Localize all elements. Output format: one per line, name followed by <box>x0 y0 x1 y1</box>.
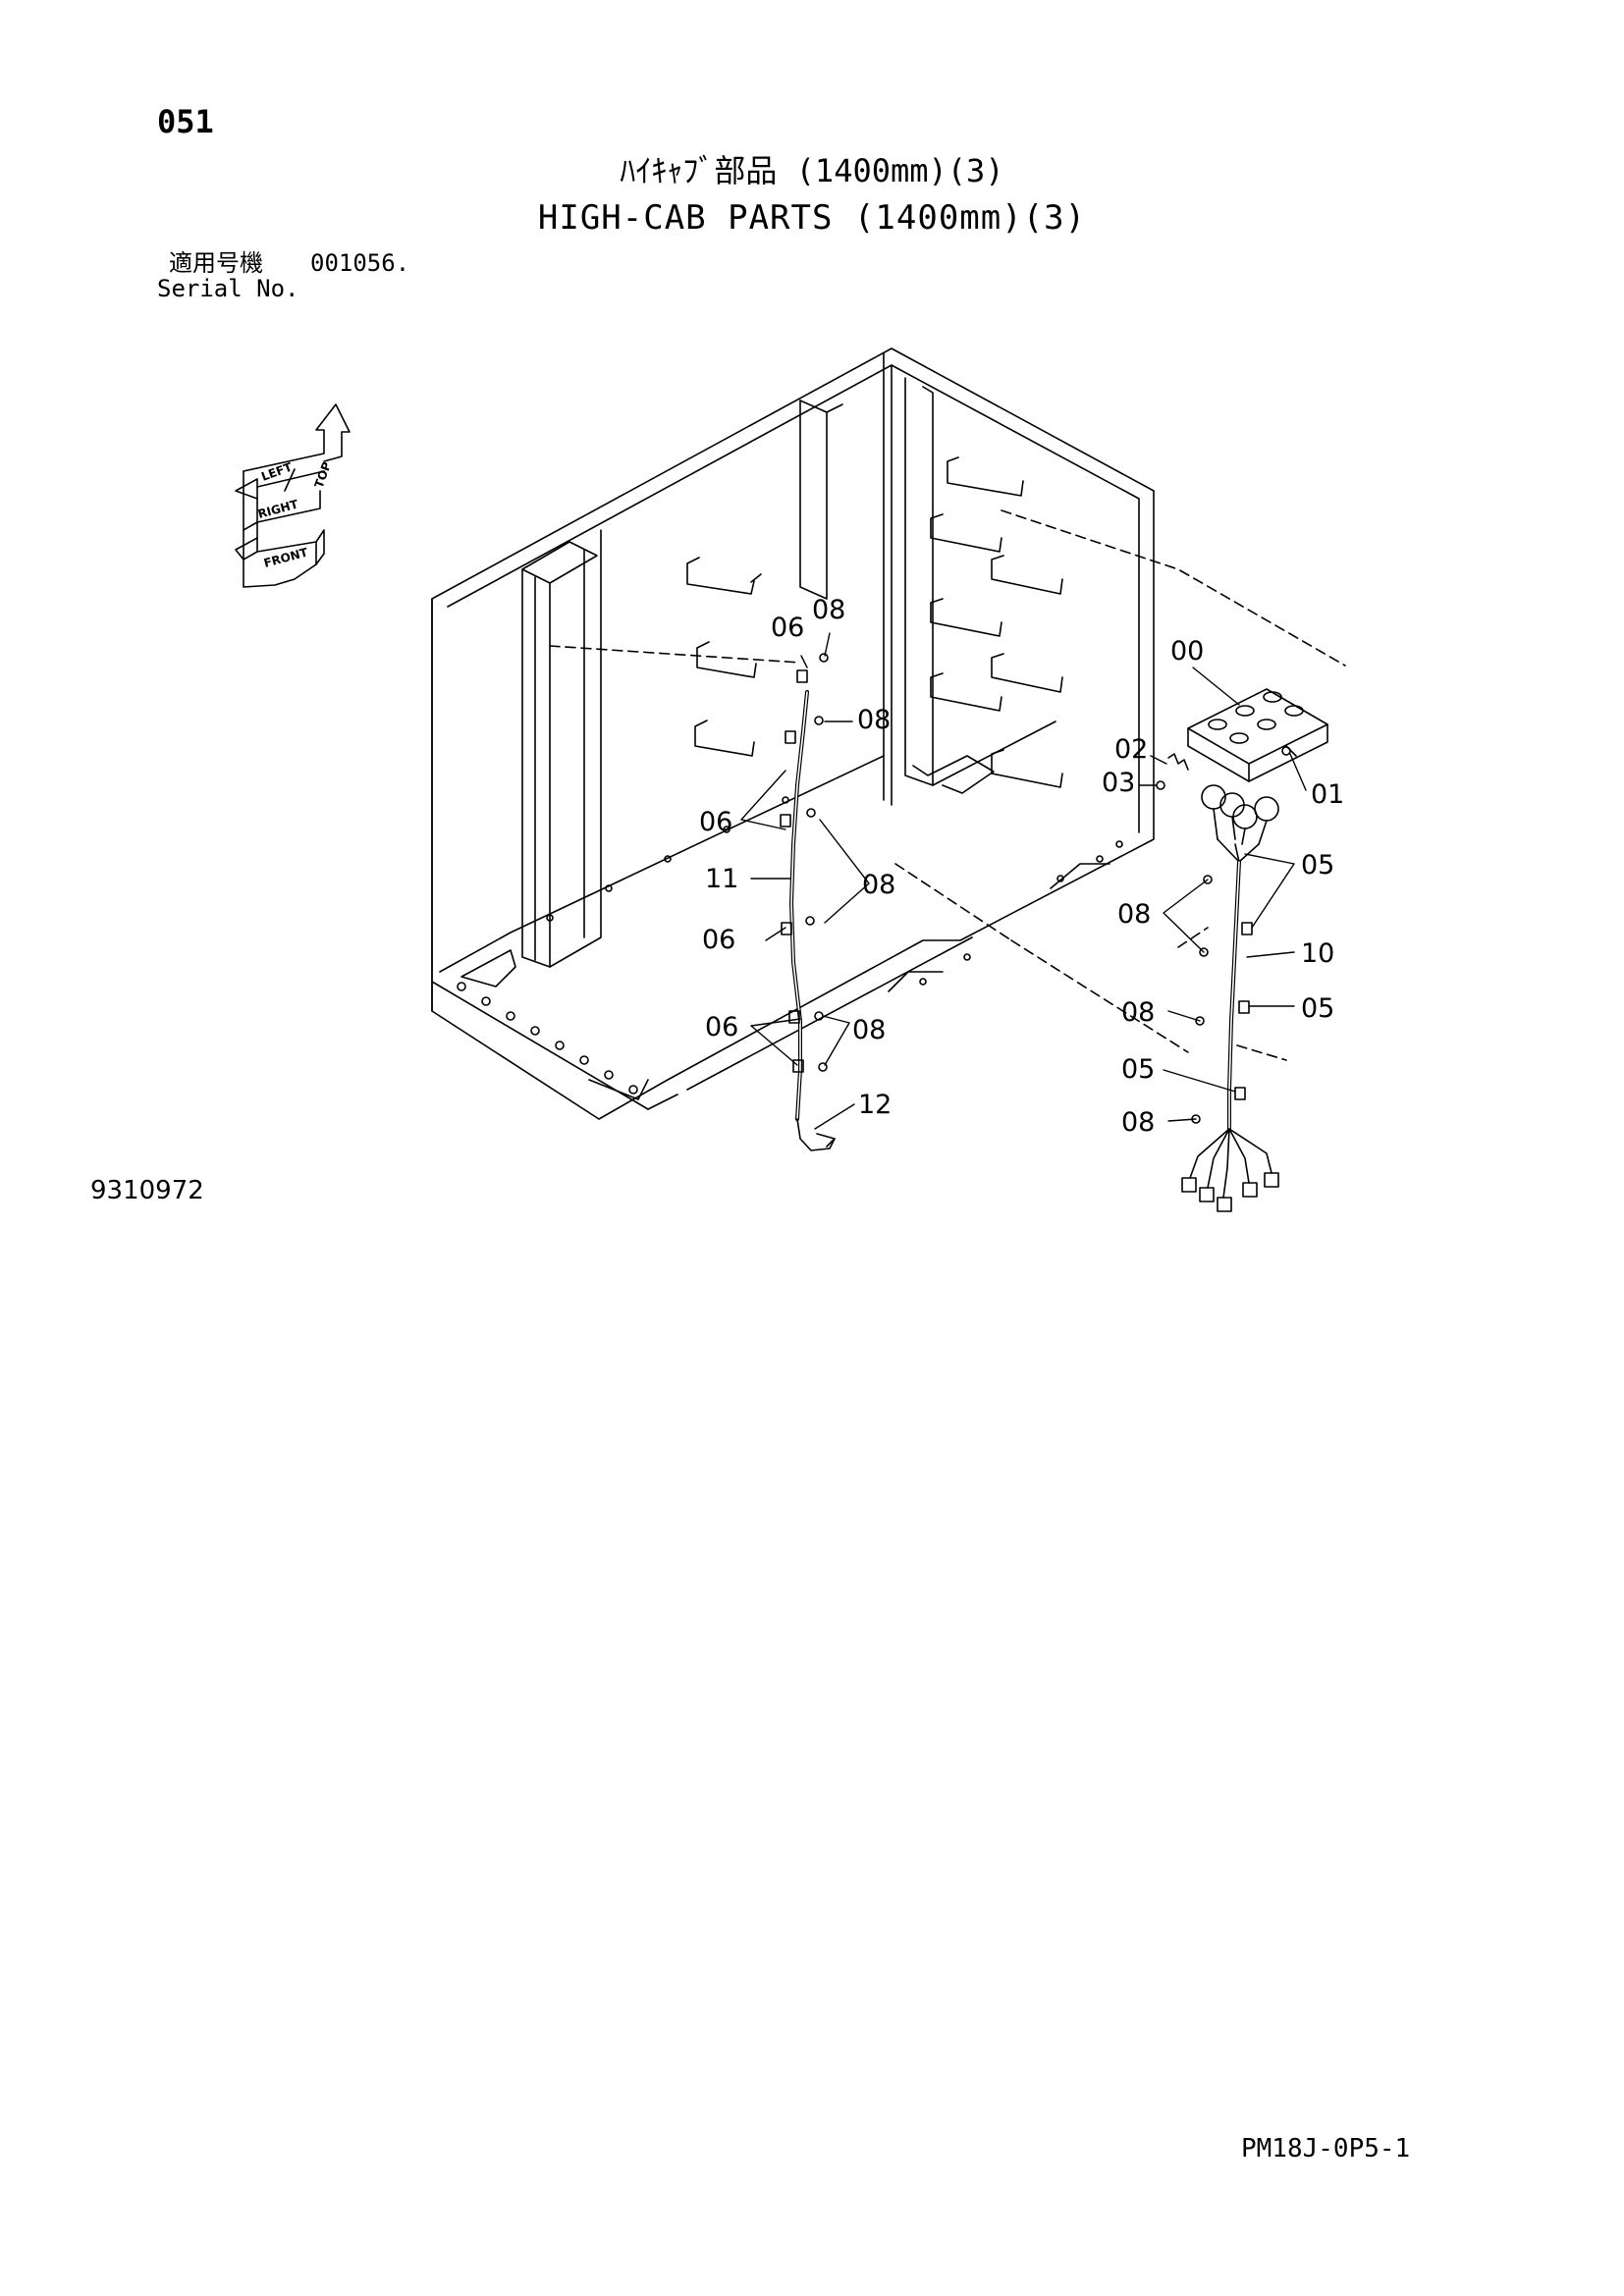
left-arrow <box>235 478 258 500</box>
callout-label: 05 <box>1121 1054 1155 1085</box>
callout-label: 05 <box>1301 993 1334 1024</box>
callout-label: 08 <box>1117 899 1151 930</box>
callout-label: 05 <box>1301 850 1334 881</box>
serial-label-japanese: 適用号機 <box>169 249 263 277</box>
callout-label: 08 <box>852 1015 886 1045</box>
drawing-number: 9310972 <box>90 1176 204 1205</box>
title-japanese: ﾊｲｷｬﾌﾞ部品 (1400mm)(3) <box>620 152 1004 189</box>
harness-10 <box>1181 784 1279 1212</box>
callout-label: 08 <box>1121 1107 1155 1138</box>
callout-label: 01 <box>1311 779 1344 810</box>
plate-00 <box>1187 688 1328 782</box>
callout-label: 08 <box>862 870 895 900</box>
callout-label: 08 <box>1121 997 1155 1028</box>
parts-02-03 <box>1156 753 1189 790</box>
callout-label: 06 <box>705 1012 738 1042</box>
page-number: 051 <box>157 103 214 140</box>
callout-label: 06 <box>699 807 732 837</box>
leader-lines <box>740 632 1307 1130</box>
serial-label-english: Serial No. <box>157 275 299 302</box>
orientation-icon <box>235 403 351 588</box>
callout-label: 02 <box>1114 734 1148 765</box>
callout-label: 08 <box>857 705 891 735</box>
callout-label: 12 <box>858 1090 892 1120</box>
callout-label: 03 <box>1102 768 1135 798</box>
part-12 <box>796 1118 836 1151</box>
orientation-label-top: TOP <box>312 460 335 491</box>
page-code: PM18J-0P5-1 <box>1241 2134 1411 2163</box>
callout-label: 08 <box>812 595 845 625</box>
top-arrow <box>243 403 351 472</box>
front-arrow <box>243 541 317 588</box>
harness-11 <box>780 653 829 1121</box>
callout-label: 06 <box>771 613 804 643</box>
callout-label: 11 <box>705 864 738 894</box>
cab-frame <box>431 347 1346 1120</box>
floor-holes <box>457 796 1123 1095</box>
title-english: HIGH-CAB PARTS (1400mm)(3) <box>537 198 1087 238</box>
callout-labels: 06 08 08 06 11 08 06 06 08 12 00 02 03 0… <box>699 595 1344 1138</box>
callout-label: 00 <box>1170 636 1204 667</box>
serial-value: 001056. <box>310 249 410 277</box>
callout-label: 06 <box>702 925 735 955</box>
callout-label: 10 <box>1301 938 1334 969</box>
